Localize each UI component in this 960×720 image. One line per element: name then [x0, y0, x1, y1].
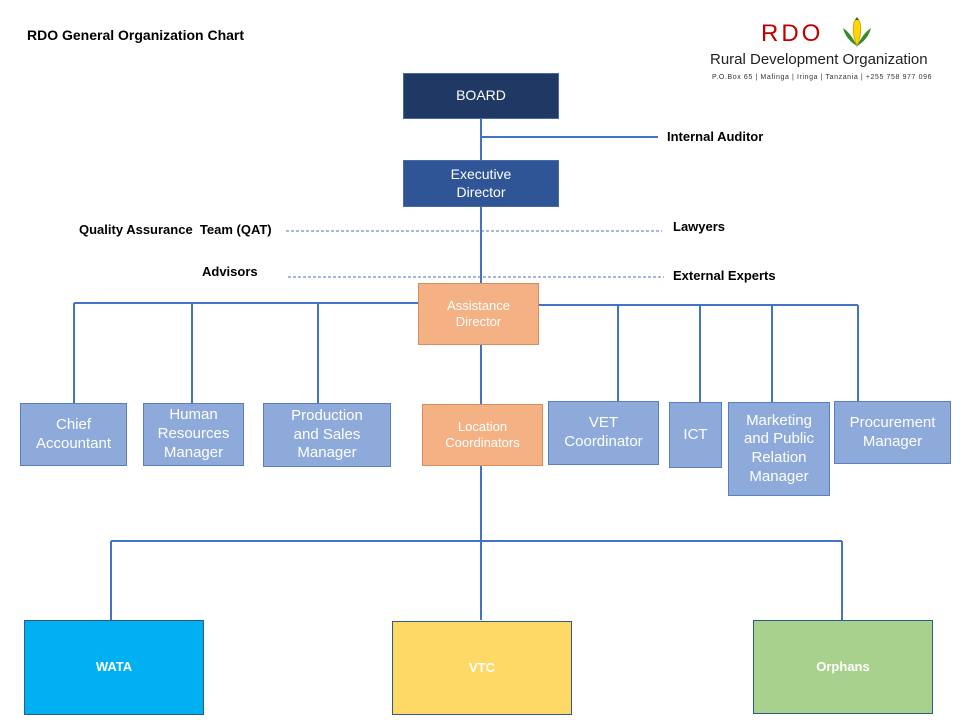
logo-name: RDO [761, 20, 824, 47]
lawyers-label: Lawyers [673, 219, 726, 234]
chief-accountant-box: Chief Accountant [20, 403, 127, 466]
executive-director-box: Executive Director [403, 160, 559, 207]
vet-coordinator-box: VET Coordinator [548, 401, 659, 465]
assistance-director-box: Assistance Director [418, 283, 539, 345]
maize-icon [843, 17, 871, 48]
board-box: BOARD [403, 73, 559, 119]
vtc-box: VTC [392, 621, 572, 715]
ict-box: ICT [669, 402, 722, 468]
wata-box: WATA [24, 620, 204, 715]
logo-contact: P.O.Box 65 | Mafinga | Iringa | Tanzania… [712, 74, 933, 81]
marketing-public-relation-manager-box: Marketing and Public Relation Manager [728, 402, 830, 496]
location-coordinators-box: Location Coordinators [422, 404, 543, 466]
orphans-box: Orphans [753, 620, 933, 714]
external-experts-label: External Experts [673, 268, 776, 283]
advisors-label: Advisors [202, 264, 258, 279]
production-sales-manager-box: Production and Sales Manager [263, 403, 391, 467]
internal-auditor-label: Internal Auditor [667, 129, 764, 144]
rdo-logo: RDO Rural Development Organization P.O.B… [700, 14, 950, 86]
logo-full-name: Rural Development Organization [710, 51, 928, 68]
chart-title: RDO General Organization Chart [27, 27, 245, 43]
qat-label: Quality Assurance Team (QAT) [79, 222, 272, 237]
procurement-manager-box: Procurement Manager [834, 401, 951, 464]
human-resources-manager-box: Human Resources Manager [143, 403, 244, 466]
